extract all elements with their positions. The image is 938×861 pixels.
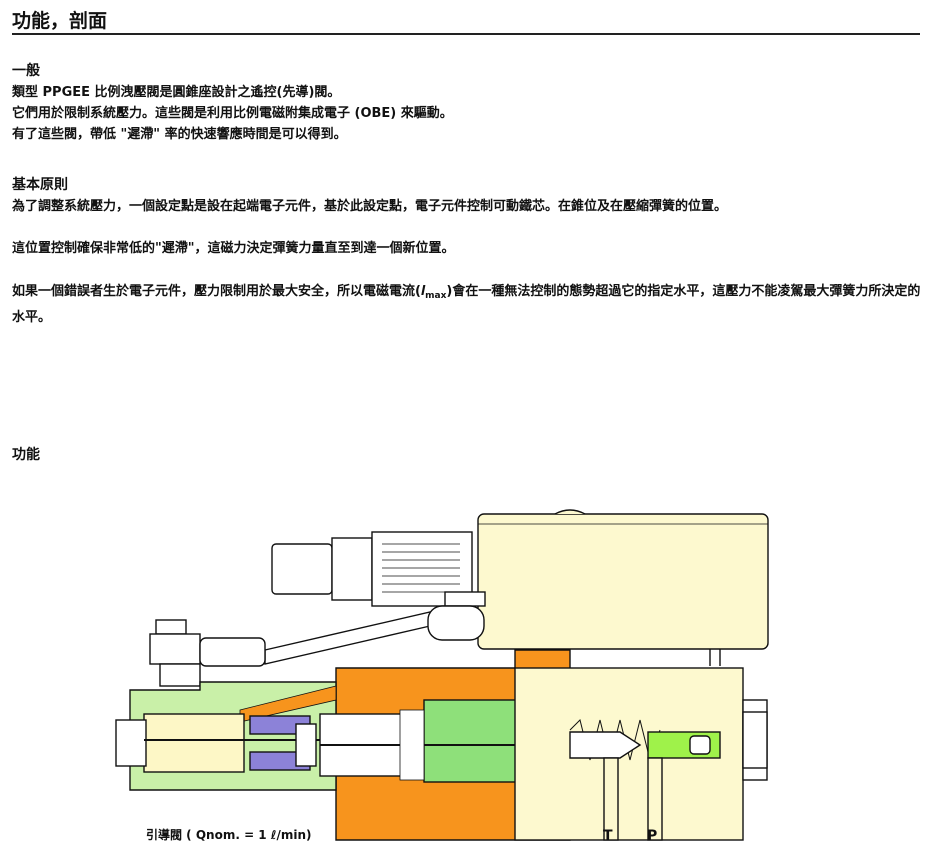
general-line-2: 它們用於限制系統壓力。這些閥是利用比例電磁附集成電子 (OBE) 來驅動。 bbox=[12, 106, 453, 121]
coil bbox=[143, 713, 245, 773]
current-subscript: max bbox=[425, 291, 447, 301]
principle-section: 基本原則 為了調整系統壓力，一個設定點是設在起端電子元件，基於此設定點，電子元件… bbox=[12, 174, 924, 328]
port-p-channel bbox=[647, 757, 663, 841]
principle-para-1: 為了調整系統壓力，一個設定點是設在起端電子元件，基於此設定點，電子元件控制可動鐵… bbox=[12, 199, 728, 214]
title-divider bbox=[12, 33, 920, 35]
port-t-label: T bbox=[603, 828, 613, 844]
page-title: 功能，剖面 bbox=[12, 10, 108, 32]
connector-plug bbox=[271, 531, 486, 607]
port-t-channel bbox=[603, 757, 619, 841]
general-line-1: 類型 PPGEE 比例洩壓閥是圓錐座設計之遙控(先導)閥。 bbox=[12, 85, 341, 100]
port-p-label: P bbox=[647, 828, 658, 844]
principle-para-3: 如果一個錯誤者生於電子元件，壓力限制用於最大安全，所以電磁電流(Imax)會在一… bbox=[12, 280, 924, 328]
principle-para-3-start: 如果一個錯誤者生於電子元件，壓力限制用於最大安全，所以電磁電流( bbox=[12, 284, 421, 299]
principle-para-3-end: )會在一種無法控制的態勢超過它的指定水平，這壓力不能凌駕最大彈簧力所決定的水平。 bbox=[12, 284, 921, 325]
solenoid-plug bbox=[149, 619, 266, 687]
general-section: 一般 類型 PPGEE 比例洩壓閥是圓錐座設計之遙控(先導)閥。 它們用於限制系… bbox=[12, 60, 924, 145]
pilot-valve-label: 引導閥 ( Qnom. = 1 ℓ/min) bbox=[146, 828, 312, 842]
cable bbox=[264, 611, 431, 665]
principle-para-2: 這位置控制確保非常低的"遲滯"，這磁力決定彈簧力量直至到達一個新位置。 bbox=[12, 241, 455, 256]
valve-cross-section-diagram bbox=[115, 509, 769, 841]
poppet-cone bbox=[569, 731, 642, 759]
current-symbol: I bbox=[420, 282, 426, 299]
principle-heading: 基本原則 bbox=[12, 177, 68, 193]
function-heading: 功能 bbox=[12, 447, 40, 463]
general-heading: 一般 bbox=[12, 63, 40, 79]
general-line-3: 有了這些閥，帶低 "遲滯" 率的快速響應時間是可以得到。 bbox=[12, 127, 347, 142]
obe-housing bbox=[477, 513, 769, 650]
